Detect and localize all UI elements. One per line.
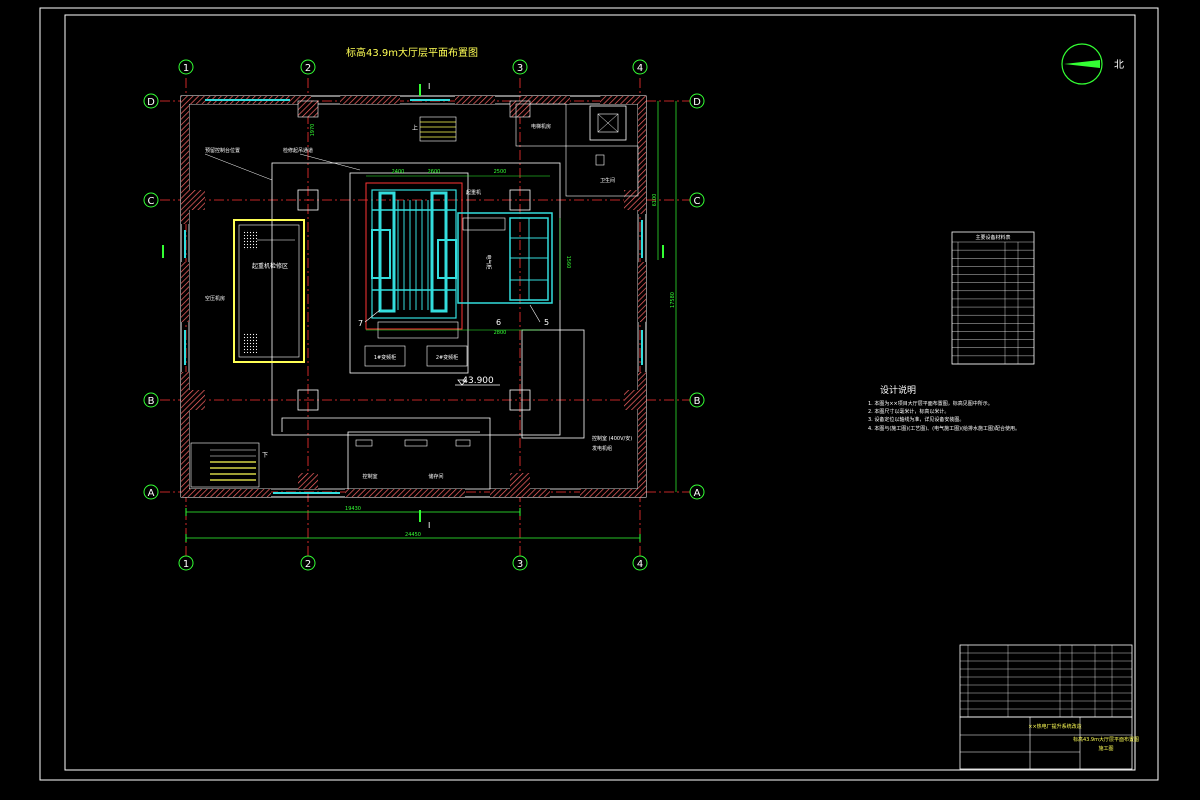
svg-text:1: 1: [183, 559, 189, 570]
svg-text:4: 4: [637, 63, 643, 74]
svg-text:2600: 2600: [428, 169, 441, 175]
svg-text:A: A: [148, 488, 155, 499]
svg-text:设计说明: 设计说明: [880, 384, 916, 396]
svg-text:24450: 24450: [405, 532, 421, 538]
svg-text:I: I: [428, 82, 430, 91]
svg-text:2#变频柜: 2#变频柜: [436, 354, 458, 361]
svg-text:储存间: 储存间: [428, 473, 443, 480]
svg-text:A: A: [694, 488, 701, 499]
svg-text:标高43.9m大厅层平面布置图: 标高43.9m大厅层平面布置图: [1073, 736, 1139, 743]
svg-text:2400: 2400: [392, 169, 405, 175]
svg-text:上: 上: [412, 124, 418, 132]
columns: [189, 100, 638, 489]
vfd-cabinets: 1#变频柜 2#变频柜: [364, 345, 468, 367]
axis-bubbles-bottom: 1 2 3 4: [178, 555, 648, 571]
svg-text:19430: 19430: [345, 506, 361, 512]
svg-text:1: 1: [183, 63, 189, 74]
svg-text:2: 2: [305, 559, 311, 570]
svg-text:1970: 1970: [310, 124, 316, 137]
svg-text:5: 5: [544, 318, 549, 327]
equipment-dims: 2400 2600 2500 1560 2800: [366, 169, 571, 336]
title-block: ××热电厂提升系统改造 标高43.9m大厅层平面布置图 施工图: [959, 644, 1139, 770]
control-cabinet: 电气柜: [457, 212, 553, 304]
svg-text:下: 下: [262, 452, 268, 459]
axis-bubbles-right: D C B A: [689, 93, 705, 500]
axis-bubbles-left: D C B A: [143, 93, 159, 500]
item-markers: 7 5 6: [358, 304, 549, 328]
north-arrow-icon: 北: [1061, 43, 1124, 85]
svg-text:2: 2: [305, 63, 311, 74]
svg-text:3: 3: [517, 63, 523, 74]
svg-text:4. 本图与(施工图)(工艺图)、(电气施工图)(给排水施工: 4. 本图与(施工图)(工艺图)、(电气施工图)(给排水施工图)配合使用。: [868, 425, 1020, 432]
svg-text:3: 3: [517, 559, 523, 570]
svg-text:C: C: [148, 196, 155, 207]
svg-text:2500: 2500: [494, 169, 507, 175]
outer-frame: [39, 7, 1159, 781]
svg-text:控制室: 控制室: [362, 473, 377, 480]
design-notes: 设计说明 1. 本图为××项目大厅层平面布置图，标高见图中所示。 2. 本图尺寸…: [868, 384, 1020, 432]
svg-text:3. 设备定位以轴线为准，详见设备安装图。: 3. 设备定位以轴线为准，详见设备安装图。: [868, 416, 964, 423]
left-room-label: 空压机房: [205, 295, 225, 302]
svg-text:C: C: [694, 196, 701, 207]
axis-bubbles-top: 1 2 3 4: [178, 59, 648, 75]
svg-text:B: B: [148, 396, 155, 407]
overall-dims: 19430 24450 17580 6100 1970: [185, 101, 677, 542]
svg-text:B: B: [694, 396, 701, 407]
hoist-zone-label: 起重机检修区: [252, 262, 288, 270]
svg-text:检修起吊通道: 检修起吊通道: [283, 147, 313, 154]
svg-text:1. 本图为××项目大厅层平面布置图，标高见图中所示。: 1. 本图为××项目大厅层平面布置图，标高见图中所示。: [868, 400, 993, 407]
svg-text:发电机组: 发电机组: [592, 445, 612, 452]
stair-top: 上: [412, 116, 457, 142]
leader-labels: 预留控制台位置 检修起吊通道 起重机: [204, 147, 481, 196]
svg-text:起重机: 起重机: [466, 189, 481, 196]
svg-text:7: 7: [358, 319, 363, 328]
svg-text:4: 4: [637, 559, 643, 570]
svg-text:施工图: 施工图: [1098, 745, 1113, 752]
svg-text:主要设备材料表: 主要设备材料表: [975, 234, 1010, 241]
elec-cabinet-label: 电气柜: [485, 254, 492, 269]
svg-text:2. 本图尺寸以毫米计，标高以米计。: 2. 本图尺寸以毫米计，标高以米计。: [868, 408, 949, 415]
svg-text:43.900: 43.900: [462, 376, 494, 386]
svg-text:D: D: [693, 97, 701, 108]
svg-text:17580: 17580: [670, 292, 676, 308]
svg-text:6100: 6100: [652, 194, 658, 207]
svg-text:2800: 2800: [494, 330, 507, 336]
svg-text:××热电厂提升系统改造: ××热电厂提升系统改造: [1028, 723, 1081, 730]
svg-text:D: D: [147, 97, 155, 108]
stair-bottom: 下: [190, 442, 268, 488]
svg-text:卫生间: 卫生间: [600, 177, 615, 184]
elevation-mark: 43.900: [455, 376, 500, 386]
drawing-title: 标高43.9m大厅层平面布置图: [346, 46, 478, 59]
building-walls: [180, 95, 647, 498]
svg-text:1#变频柜: 1#变频柜: [374, 354, 396, 361]
svg-text:I: I: [428, 521, 430, 530]
service-rooms: 电梯机房 卫生间: [515, 103, 639, 197]
svg-text:控制室 (400V/安): 控制室 (400V/安): [592, 435, 632, 442]
inner-frame: [64, 14, 1136, 771]
hoist-zone: 起重机检修区 空压机房: [205, 219, 305, 363]
bottom-rooms: 控制室 储存间 控制室 (400V/安) 发电机组: [355, 435, 632, 480]
svg-text:6: 6: [496, 318, 501, 327]
svg-text:北: 北: [1114, 59, 1124, 71]
elevator-equipment: [365, 182, 463, 339]
svg-text:1560: 1560: [565, 256, 571, 269]
svg-text:预留控制台位置: 预留控制台位置: [205, 147, 240, 154]
svg-text:电梯机房: 电梯机房: [531, 123, 551, 130]
material-table: 主要设备材料表: [951, 231, 1035, 365]
